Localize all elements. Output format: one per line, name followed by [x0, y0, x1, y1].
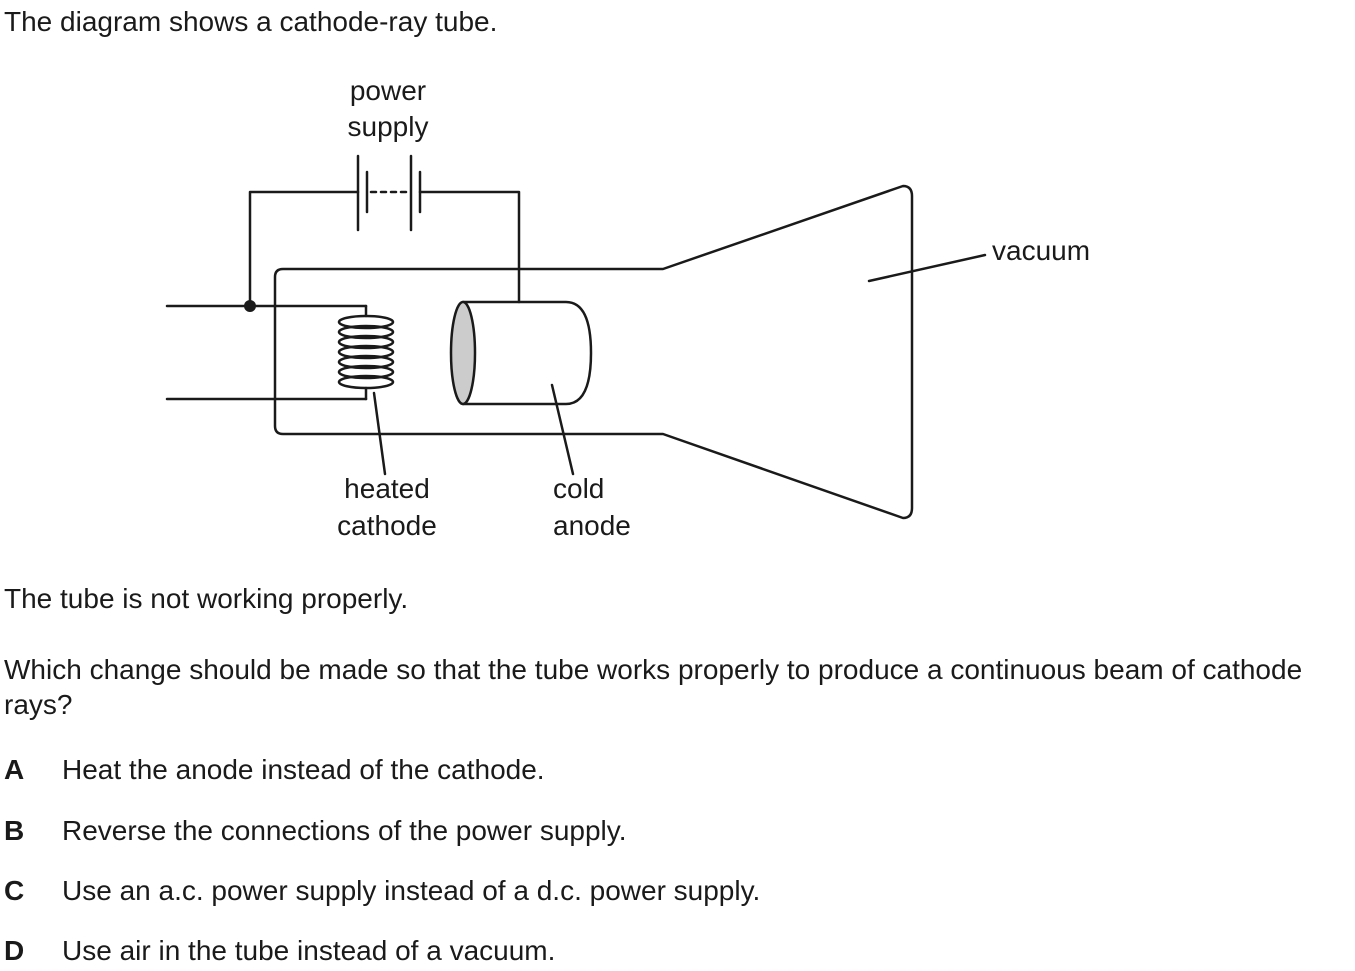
- option-c[interactable]: C Use an a.c. power supply instead of a d…: [4, 873, 760, 908]
- option-a[interactable]: A Heat the anode instead of the cathode.: [4, 752, 545, 787]
- option-text: Use air in the tube instead of a vacuum.: [62, 935, 556, 966]
- option-d[interactable]: D Use air in the tube instead of a vacuum…: [4, 933, 555, 968]
- option-letter: A: [4, 754, 25, 785]
- power-supply-label-line2: supply: [348, 111, 429, 142]
- vacuum-label: vacuum: [992, 235, 1090, 266]
- vacuum-leader: [867, 253, 987, 283]
- option-letter: C: [4, 875, 25, 906]
- power-supply-label-line1: power: [350, 75, 426, 106]
- status-text: The tube is not working properly.: [4, 583, 409, 614]
- option-text: Heat the anode instead of the cathode.: [62, 754, 545, 785]
- cathode-leader: [372, 391, 387, 476]
- wire-junction-dot: [244, 300, 256, 312]
- option-letter: B: [4, 815, 25, 846]
- option-b[interactable]: B Reverse the connections of the power su…: [4, 813, 626, 848]
- cold-anode-label-line1: cold: [553, 473, 604, 504]
- anode-leader: [550, 383, 575, 476]
- question-text: Which change should be made so that the …: [4, 654, 1303, 720]
- heated-cathode-coil: [337, 304, 395, 401]
- heated-cathode-label-line1: heated: [344, 473, 430, 504]
- intro-text: The diagram shows a cathode-ray tube.: [4, 6, 498, 37]
- option-text: Reverse the connections of the power sup…: [62, 815, 627, 846]
- cold-anode-cylinder: [449, 300, 593, 406]
- power-wire-right: [418, 190, 521, 304]
- tube-outline: [273, 184, 914, 520]
- option-text: Use an a.c. power supply instead of a d.…: [62, 875, 761, 906]
- heated-cathode-label-line2: cathode: [337, 510, 437, 541]
- cold-anode-label-line2: anode: [553, 510, 631, 541]
- power-wire-left: [248, 190, 360, 308]
- option-letter: D: [4, 935, 25, 966]
- cathode-ray-tube-diagram: power supply vacuum heated cathode cold …: [165, 75, 1090, 541]
